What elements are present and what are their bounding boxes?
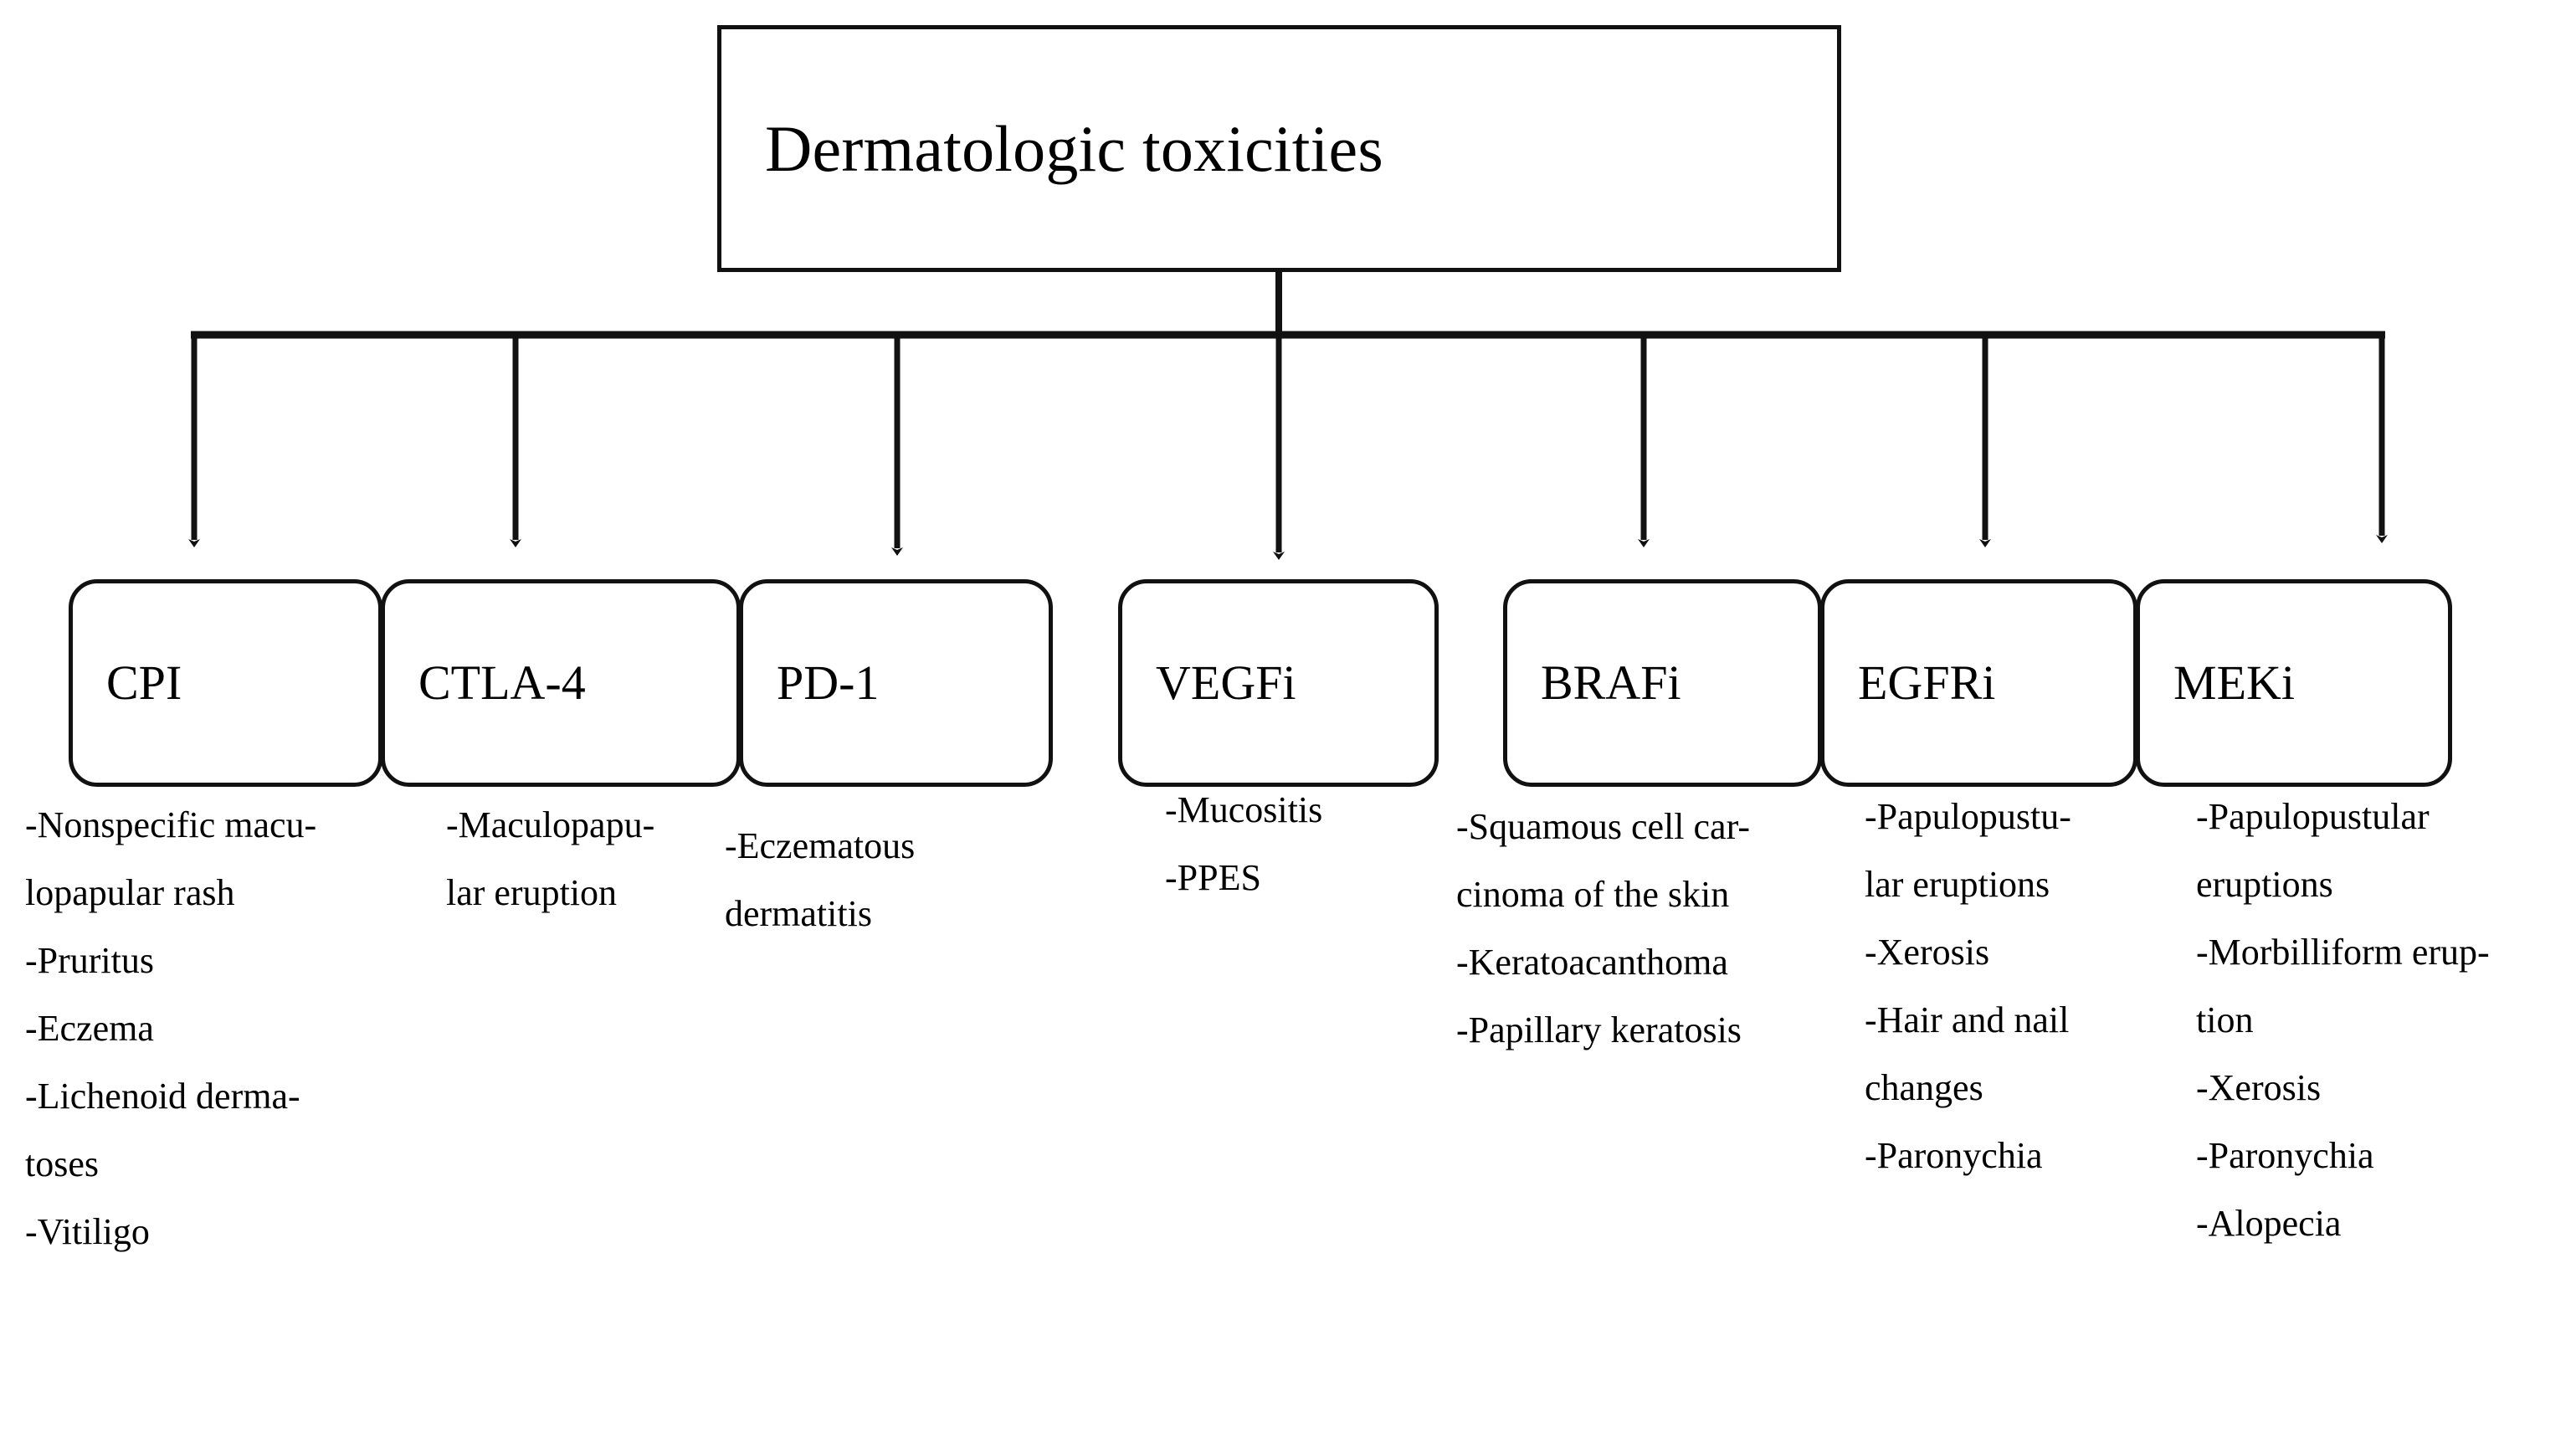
toxicity-line: -Papillary keratosis [1456,1009,1742,1050]
node-box-cpi[interactable]: CPI [69,579,382,787]
toxicity-line: dermatitis [725,892,872,934]
toxicity-line: lar eruptions [1865,863,2050,905]
toxicity-line: -Hair and nail [1865,999,2070,1040]
toxicity-line: -Eczematous [725,825,916,866]
toxicity-line: -Paronychia [1865,1134,2043,1176]
toxicity-line: -Pruritus [25,939,154,981]
toxicity-line: -PPES [1165,856,1261,898]
toxicity-line: -Maculopapu- [446,804,655,845]
toxicity-list-ctla4: -Maculopapu- lar eruption [446,795,714,931]
node-label-vegfi: VEGFi [1156,655,1296,710]
node-label-meki: MEKi [2173,655,2295,710]
toxicity-list-egfri: -Papulopustu- lar eruptions -Xerosis -Ha… [1865,787,2141,1194]
node-box-vegfi[interactable]: VEGFi [1118,579,1439,787]
node-label-brafi: BRAFi [1541,655,1681,710]
toxicity-line: -Lichenoid derma- [25,1075,300,1117]
node-box-egfri[interactable]: EGFRi [1820,579,2137,787]
toxicity-line: -Paronychia [2196,1134,2374,1176]
toxicity-line: lar eruption [446,871,618,913]
toxicity-line: -Xerosis [2196,1066,2322,1108]
node-box-ctla4[interactable]: CTLA-4 [381,579,741,787]
toxicity-line: lopapular rash [25,871,235,913]
toxicity-line: -Vitiligo [25,1210,150,1252]
toxicity-line: -Nonspecific macu- [25,804,317,845]
toxicity-line: -Squamous cell car- [1456,806,1750,847]
toxicity-line: changes [1865,1066,1983,1108]
toxicity-line: -Papulopustu- [1865,796,2071,837]
toxicity-line: eruptions [2196,863,2333,905]
toxicity-list-meki: -Papulopustular eruptions -Morbilliform … [2196,787,2510,1261]
toxicity-line: toses [25,1143,99,1184]
toxicity-line: -Morbilliform erup- [2196,931,2490,973]
toxicity-line: tion [2196,999,2254,1040]
toxicity-line: -Keratoacanthoma [1456,941,1728,983]
node-box-brafi[interactable]: BRAFi [1503,579,1822,787]
node-label-egfri: EGFRi [1858,655,1996,710]
node-box-meki[interactable]: MEKi [2136,579,2452,787]
root-node-dermatologic-toxicities[interactable]: Dermatologic toxicities [717,25,1841,272]
node-label-ctla4: CTLA-4 [418,655,586,710]
toxicity-list-vegfi: -Mucositis -PPES [1165,780,1441,916]
toxicity-line: -Xerosis [1865,931,1990,973]
node-label-pd1: PD-1 [777,655,880,710]
root-node-label: Dermatologic toxicities [765,111,1383,185]
toxicity-line: -Eczema [25,1007,154,1049]
toxicity-list-pd1: -Eczematous dermatitis [725,816,1001,952]
toxicity-line: cinoma of the skin [1456,873,1730,915]
toxicity-list-brafi: -Squamous cell car- cinoma of the skin -… [1456,797,1816,1068]
toxicity-line: -Alopecia [2196,1202,2342,1244]
node-box-pd1[interactable]: PD-1 [739,579,1053,787]
toxicity-list-cpi: -Nonspecific macu- lopapular rash -Pruri… [25,795,406,1270]
toxicity-line: -Papulopustular [2196,796,2430,837]
toxicity-line: -Mucositis [1165,789,1323,830]
node-label-cpi: CPI [106,655,182,710]
